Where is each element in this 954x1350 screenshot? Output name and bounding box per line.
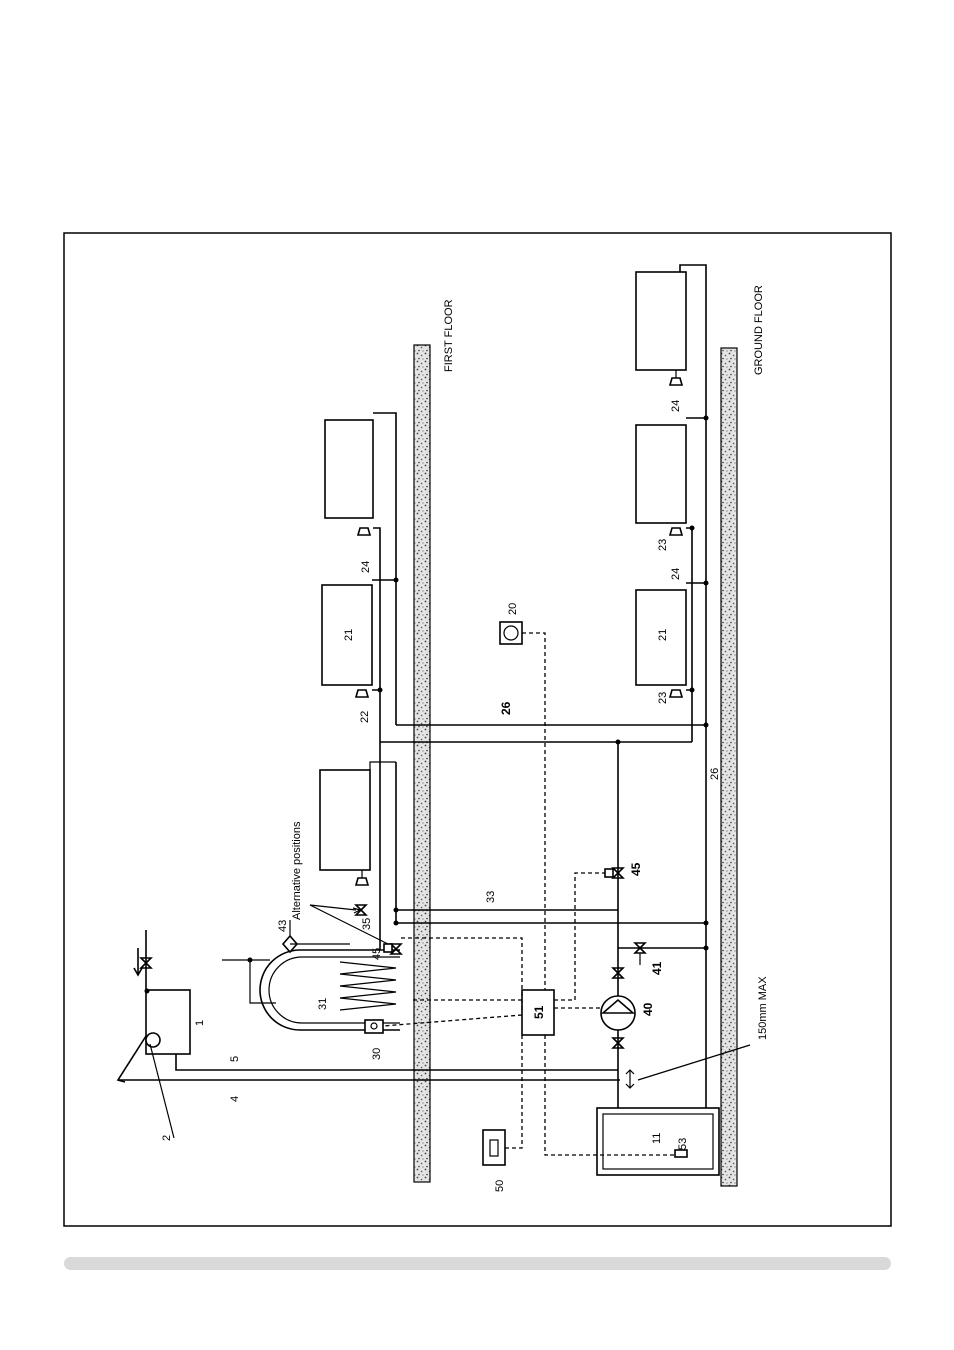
alternative-positions-label: Alternative positions <box>291 821 303 920</box>
first-floor-slab <box>414 345 430 1182</box>
label-45-alt: 45 <box>371 948 383 960</box>
label-24-c: 24 <box>670 400 682 412</box>
ground-floor-slab <box>721 348 737 1186</box>
label-21-ff: 21 <box>343 629 355 641</box>
label-20: 20 <box>507 603 519 615</box>
radiator-valve-icon <box>356 878 368 885</box>
control-wiring <box>522 633 545 990</box>
diagram-border <box>64 233 891 1226</box>
label-24-a: 24 <box>360 561 372 573</box>
label-5: 5 <box>229 1056 241 1062</box>
radiator-gf-2 <box>636 425 686 523</box>
label-23-b: 23 <box>657 539 669 551</box>
radiator-ff-2 <box>325 420 373 518</box>
label-45: 45 <box>629 862 643 876</box>
radiator-gf-3 <box>636 272 686 370</box>
programmer <box>483 1130 505 1165</box>
label-50: 50 <box>494 1180 506 1192</box>
label-31: 31 <box>317 998 329 1010</box>
label-23-a: 23 <box>657 692 669 704</box>
label-53: 53 <box>677 1138 689 1150</box>
label-51: 51 <box>532 1005 546 1019</box>
ground-floor-label: GROUND FLOOR <box>753 285 765 375</box>
label-30: 30 <box>371 1048 383 1060</box>
boiler-sensor <box>675 1150 687 1157</box>
cylinder-coil <box>340 962 396 1010</box>
float-valve <box>146 1033 160 1047</box>
label-4: 4 <box>229 1096 241 1102</box>
room-thermostat <box>500 622 522 644</box>
label-11: 11 <box>651 1133 663 1144</box>
first-floor-label: FIRST FLOOR <box>443 299 455 372</box>
label-1: 1 <box>194 1020 206 1026</box>
label-26-upper: 26 <box>499 701 513 715</box>
label-2: 2 <box>161 1135 173 1141</box>
label-21-gf: 21 <box>657 629 669 641</box>
cylinder-thermostat <box>365 1020 383 1033</box>
label-24-b: 24 <box>670 568 682 580</box>
label-40: 40 <box>641 1002 655 1016</box>
cold-feed-pipe <box>176 1054 618 1070</box>
dimension-label: 150mm MAX <box>757 976 769 1040</box>
footer-bar <box>64 1257 891 1270</box>
label-41: 41 <box>650 961 664 975</box>
flow-arrow-icon <box>134 948 142 975</box>
label-26-lower: 26 <box>709 768 721 780</box>
label-35: 35 <box>361 918 373 930</box>
label-43: 43 <box>277 920 289 932</box>
radiator-ff-3 <box>320 770 370 870</box>
label-22: 22 <box>359 711 371 723</box>
label-33: 33 <box>485 891 497 903</box>
